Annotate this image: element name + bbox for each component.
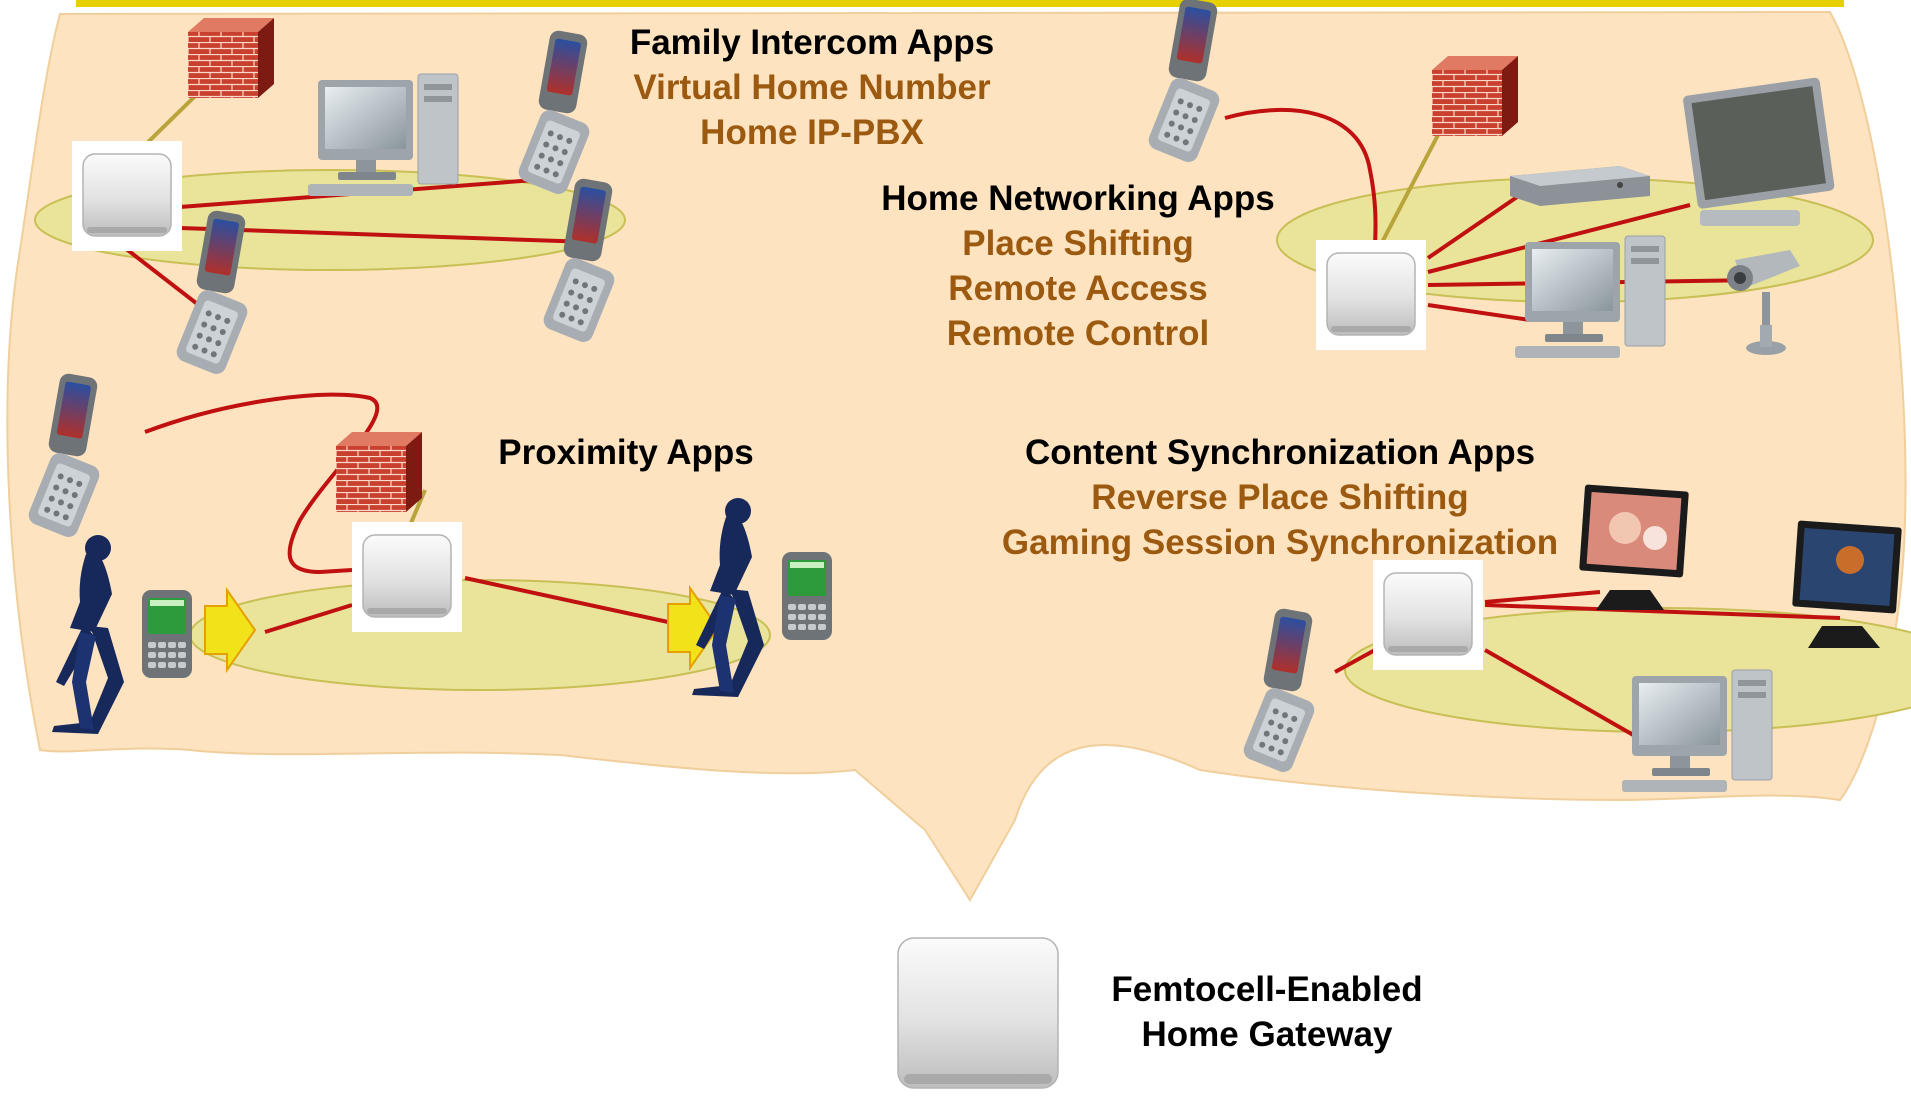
content-app-gaming-session-sync: Gaming Session Synchronization bbox=[1001, 523, 1559, 562]
femtocell-icon bbox=[351, 521, 463, 633]
pda-phone-icon bbox=[142, 590, 192, 678]
proximity-heading: Proximity Apps bbox=[498, 433, 754, 472]
femtocell-icon bbox=[1372, 559, 1484, 671]
top-bar bbox=[76, 0, 1844, 7]
family-app-virtual-home-number: Virtual Home Number bbox=[633, 68, 991, 107]
femtocell-icon bbox=[71, 140, 183, 252]
firewall-icon bbox=[336, 432, 422, 512]
application-cloud bbox=[6, 10, 1907, 902]
content-app-reverse-place-shifting: Reverse Place Shifting bbox=[1091, 478, 1469, 517]
gateway-label-line2: Home Gateway bbox=[1141, 1015, 1393, 1054]
content-sync-links bbox=[1334, 590, 1841, 738]
home-app-place-shifting: Place Shifting bbox=[962, 224, 1194, 263]
content-sync-heading: Content Synchronization Apps bbox=[1024, 433, 1536, 472]
pda-phone-icon bbox=[782, 552, 832, 640]
family-network-ellipse bbox=[34, 169, 626, 271]
home-gateway-icon bbox=[897, 937, 1059, 1089]
firewall-icon bbox=[1432, 56, 1518, 136]
home-app-remote-access: Remote Access bbox=[948, 269, 1208, 308]
proximity-links bbox=[144, 392, 669, 634]
femtocell-icon bbox=[1315, 239, 1427, 351]
home-networking-heading: Home Networking Apps bbox=[881, 179, 1275, 218]
set-top-box-icon bbox=[1510, 166, 1650, 206]
family-app-home-ip-pbx: Home IP-PBX bbox=[700, 113, 924, 152]
flat-monitor-icon bbox=[1792, 520, 1902, 648]
flat-monitor-icon bbox=[1683, 77, 1835, 226]
home-app-remote-control: Remote Control bbox=[946, 314, 1210, 353]
family-intercom-heading: Family Intercom Apps bbox=[629, 23, 995, 62]
firewall-icon bbox=[188, 18, 274, 98]
flat-monitor-icon bbox=[1579, 484, 1689, 610]
security-camera-icon bbox=[1727, 250, 1800, 355]
gateway-label-line1: Femtocell-Enabled bbox=[1111, 970, 1423, 1009]
